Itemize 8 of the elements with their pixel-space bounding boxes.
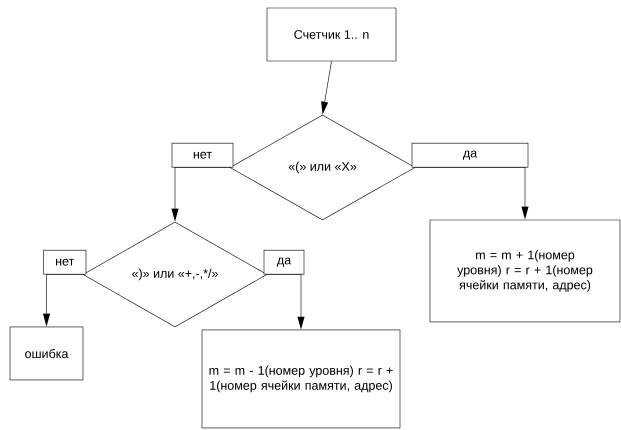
edge-label: нет bbox=[43, 250, 86, 274]
edge-label: да bbox=[264, 250, 304, 274]
process-box: m = m - 1(номер уровня) r = r + 1(номер ячейки памяти, адрес) bbox=[202, 330, 400, 428]
edge-label: нет bbox=[172, 142, 234, 168]
process-box: m = m + 1(номер уровня) r = r + 1(номер ячейки памяти, адрес) bbox=[430, 220, 620, 322]
process-box: ошибка bbox=[10, 326, 84, 380]
edge-label: да bbox=[412, 142, 528, 168]
process-box: Счетчик 1.. n bbox=[266, 8, 396, 62]
